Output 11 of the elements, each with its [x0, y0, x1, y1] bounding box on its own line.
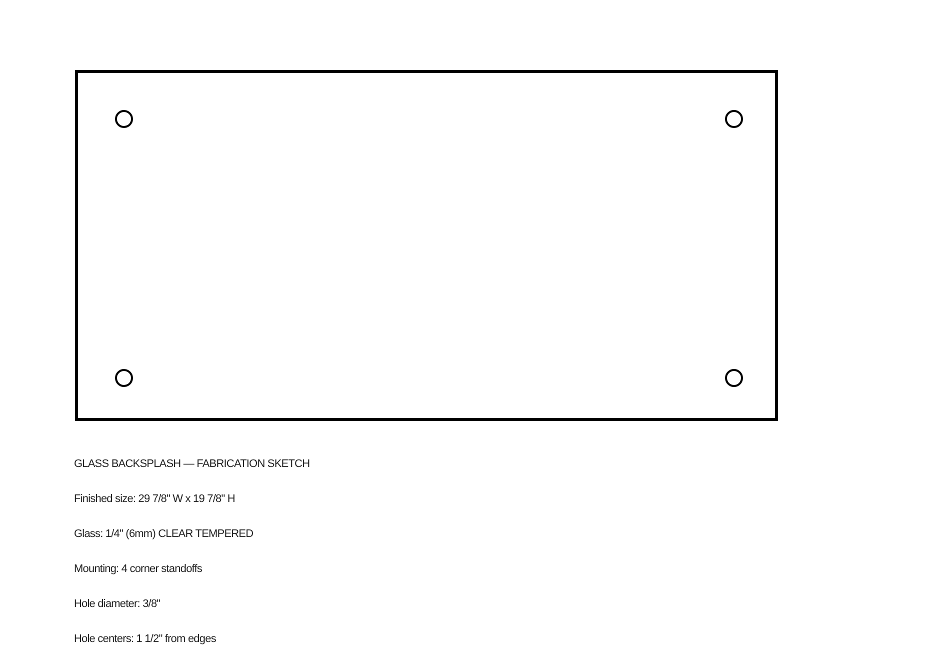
mounting-hole	[115, 110, 133, 128]
spec-note: Mounting: 4 corner standoffs	[74, 562, 202, 576]
spec-note: Glass: 1/4" (6mm) CLEAR TEMPERED	[74, 527, 254, 541]
spec-note: Finished size: 29 7/8" W x 19 7/8" H	[74, 492, 235, 506]
spec-note: Hole diameter: 3/8"	[74, 597, 160, 611]
mounting-hole	[725, 369, 743, 387]
mounting-hole	[725, 110, 743, 128]
spec-note: Hole centers: 1 1/2" from edges	[74, 632, 216, 646]
mounting-hole	[115, 369, 133, 387]
glass-panel	[75, 70, 778, 421]
sketch-title: GLASS BACKSPLASH — FABRICATION SKETCH	[74, 457, 310, 471]
